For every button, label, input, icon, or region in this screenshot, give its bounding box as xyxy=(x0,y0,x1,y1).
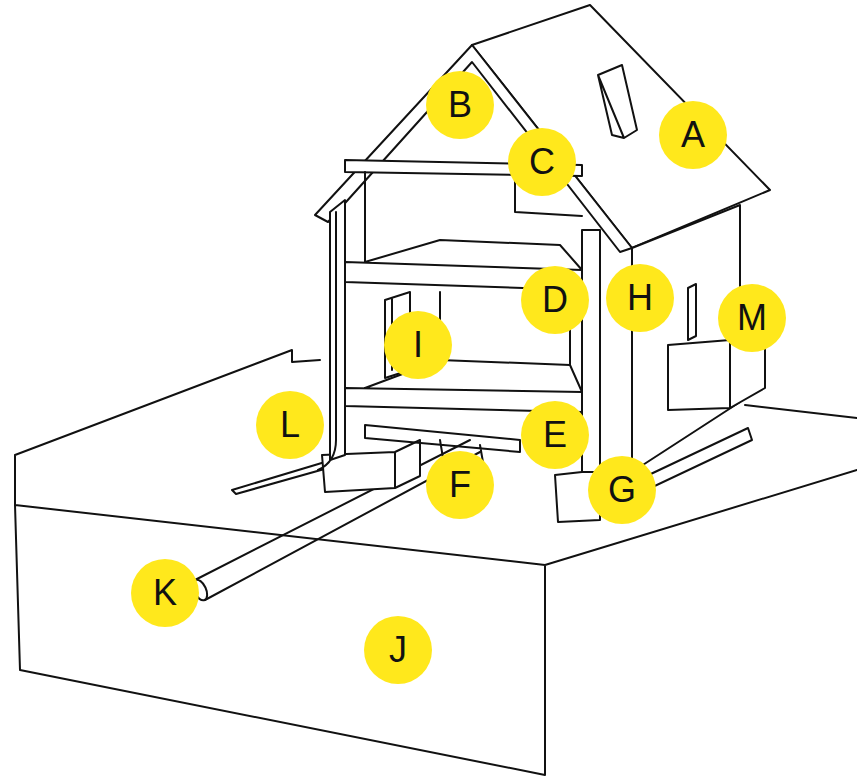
callout-letter: L xyxy=(280,407,300,443)
callout-circle: H xyxy=(606,264,674,332)
callout-letter: M xyxy=(737,300,767,336)
wall-pipe xyxy=(688,284,696,340)
callout-letter: K xyxy=(153,575,177,611)
circle-fill xyxy=(521,401,589,469)
circle-fill xyxy=(131,559,199,627)
callout-letter: C xyxy=(529,144,555,180)
callout-letter: E xyxy=(543,417,567,453)
callout-circle: M xyxy=(718,284,786,352)
left-wall xyxy=(330,200,345,460)
callout-circle: L xyxy=(256,391,324,459)
ground-block xyxy=(15,350,857,775)
callout-letter: A xyxy=(681,117,705,153)
circle-fill xyxy=(256,391,324,459)
gable-outer xyxy=(315,45,632,252)
callout-circle: D xyxy=(521,266,589,334)
callout-letter: J xyxy=(389,632,407,668)
circle-fill xyxy=(426,71,494,139)
callout-letter: F xyxy=(449,467,471,503)
callout-circle: K xyxy=(131,559,199,627)
circle-fill xyxy=(426,451,494,519)
callout-letter: G xyxy=(608,472,636,508)
circle-fill xyxy=(364,616,432,684)
callout-circle: E xyxy=(521,401,589,469)
circle-fill xyxy=(588,456,656,524)
circle-fill xyxy=(384,311,452,379)
callout-letter: H xyxy=(627,280,653,316)
circle-fill xyxy=(718,284,786,352)
callout-circle: F xyxy=(426,451,494,519)
callout-circle: G xyxy=(588,456,656,524)
callout-circle: C xyxy=(508,128,576,196)
callout-letter: B xyxy=(448,87,472,123)
callout-letter: D xyxy=(542,282,568,318)
circle-fill xyxy=(508,128,576,196)
callout-letter: I xyxy=(413,327,423,363)
circle-fill xyxy=(606,264,674,332)
drain-line xyxy=(232,462,328,494)
callout-circle: J xyxy=(364,616,432,684)
callout-circle: I xyxy=(384,311,452,379)
callout-circle: B xyxy=(426,71,494,139)
circle-fill xyxy=(659,101,727,169)
callout-circle: A xyxy=(659,101,727,169)
roof-window xyxy=(598,65,637,138)
side-wall xyxy=(632,205,740,472)
circle-fill xyxy=(521,266,589,334)
